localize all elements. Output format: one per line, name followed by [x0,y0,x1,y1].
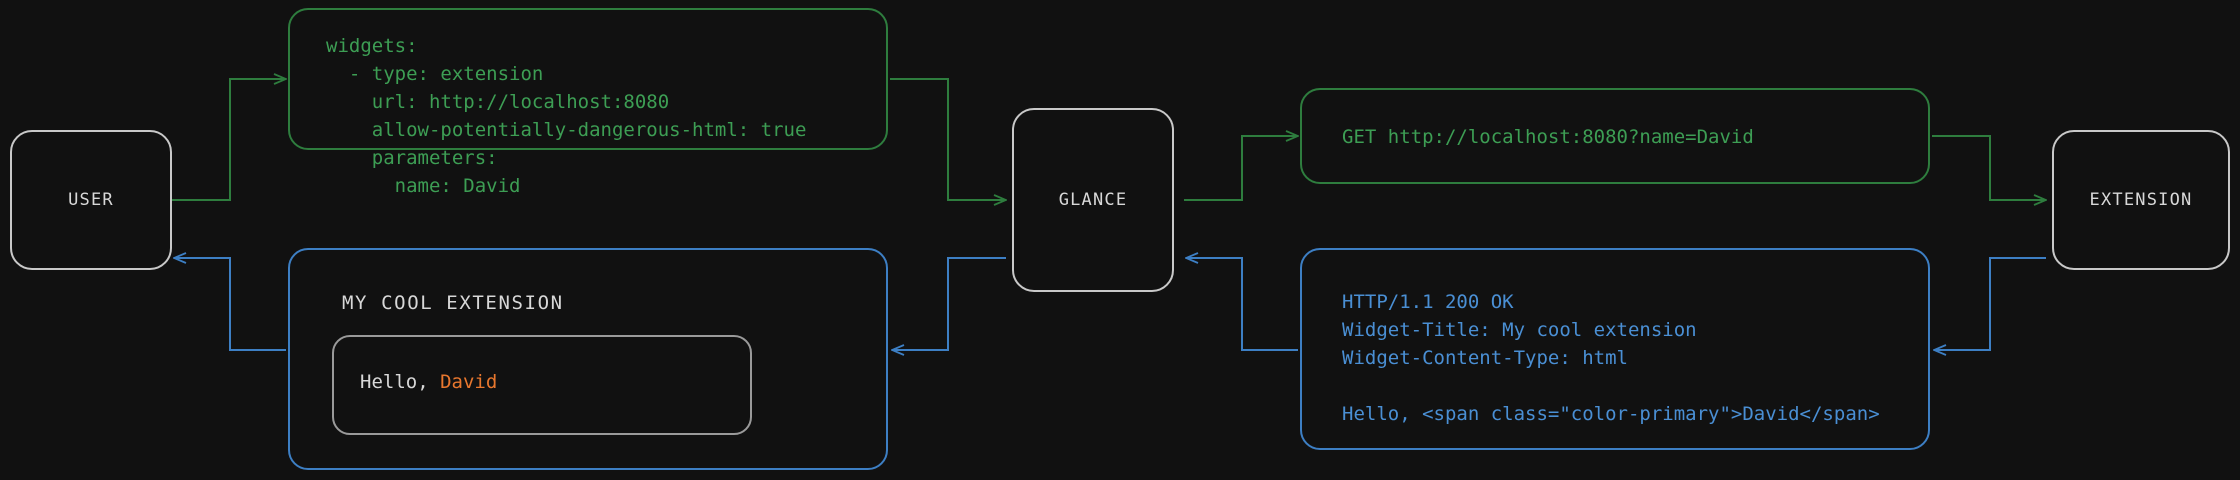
edge-extension-to-http-response [1934,257,2046,350]
node-user[interactable]: USER [10,130,172,270]
rendered-widget-greeting: Hello, [360,371,441,393]
rendered-widget-accent-name: David [440,371,498,393]
http-request-code: GET http://localhost:8080?name=David [1342,126,1754,148]
panel-yaml-config[interactable]: widgets: - type: extension url: http://l… [288,8,888,197]
yaml-config-code: widgets: - type: extension url: http://l… [326,35,807,197]
edge-glance-to-rendered-widget [892,257,1006,350]
panel-rendered-widget[interactable]: MY COOL EXTENSION Hello, David [288,248,888,470]
edge-yaml-to-glance [890,78,1006,200]
edge-rendered-widget-to-user [174,258,286,351]
edge-glance-to-http-request [1184,136,1298,201]
rendered-widget-body: Hello, David [332,335,752,435]
http-response-code: HTTP/1.1 200 OK Widget-Title: My cool ex… [1342,291,1880,425]
node-glance[interactable]: GLANCE [1012,108,1174,292]
rendered-widget-body-text: Hello, David [360,371,497,393]
node-glance-label: GLANCE [1058,190,1128,210]
panel-http-request[interactable]: GET http://localhost:8080?name=David [1300,88,1930,184]
edge-http-request-to-extension [1932,135,2046,200]
edge-http-response-to-glance [1186,258,1298,351]
panel-http-response[interactable]: HTTP/1.1 200 OK Widget-Title: My cool ex… [1300,248,1930,450]
node-extension-label: EXTENSION [2089,190,2193,210]
rendered-widget-title: MY COOL EXTENSION [342,292,564,314]
node-user-label: USER [68,190,114,210]
edge-user-to-yaml [172,79,286,201]
node-extension[interactable]: EXTENSION [2052,130,2230,270]
